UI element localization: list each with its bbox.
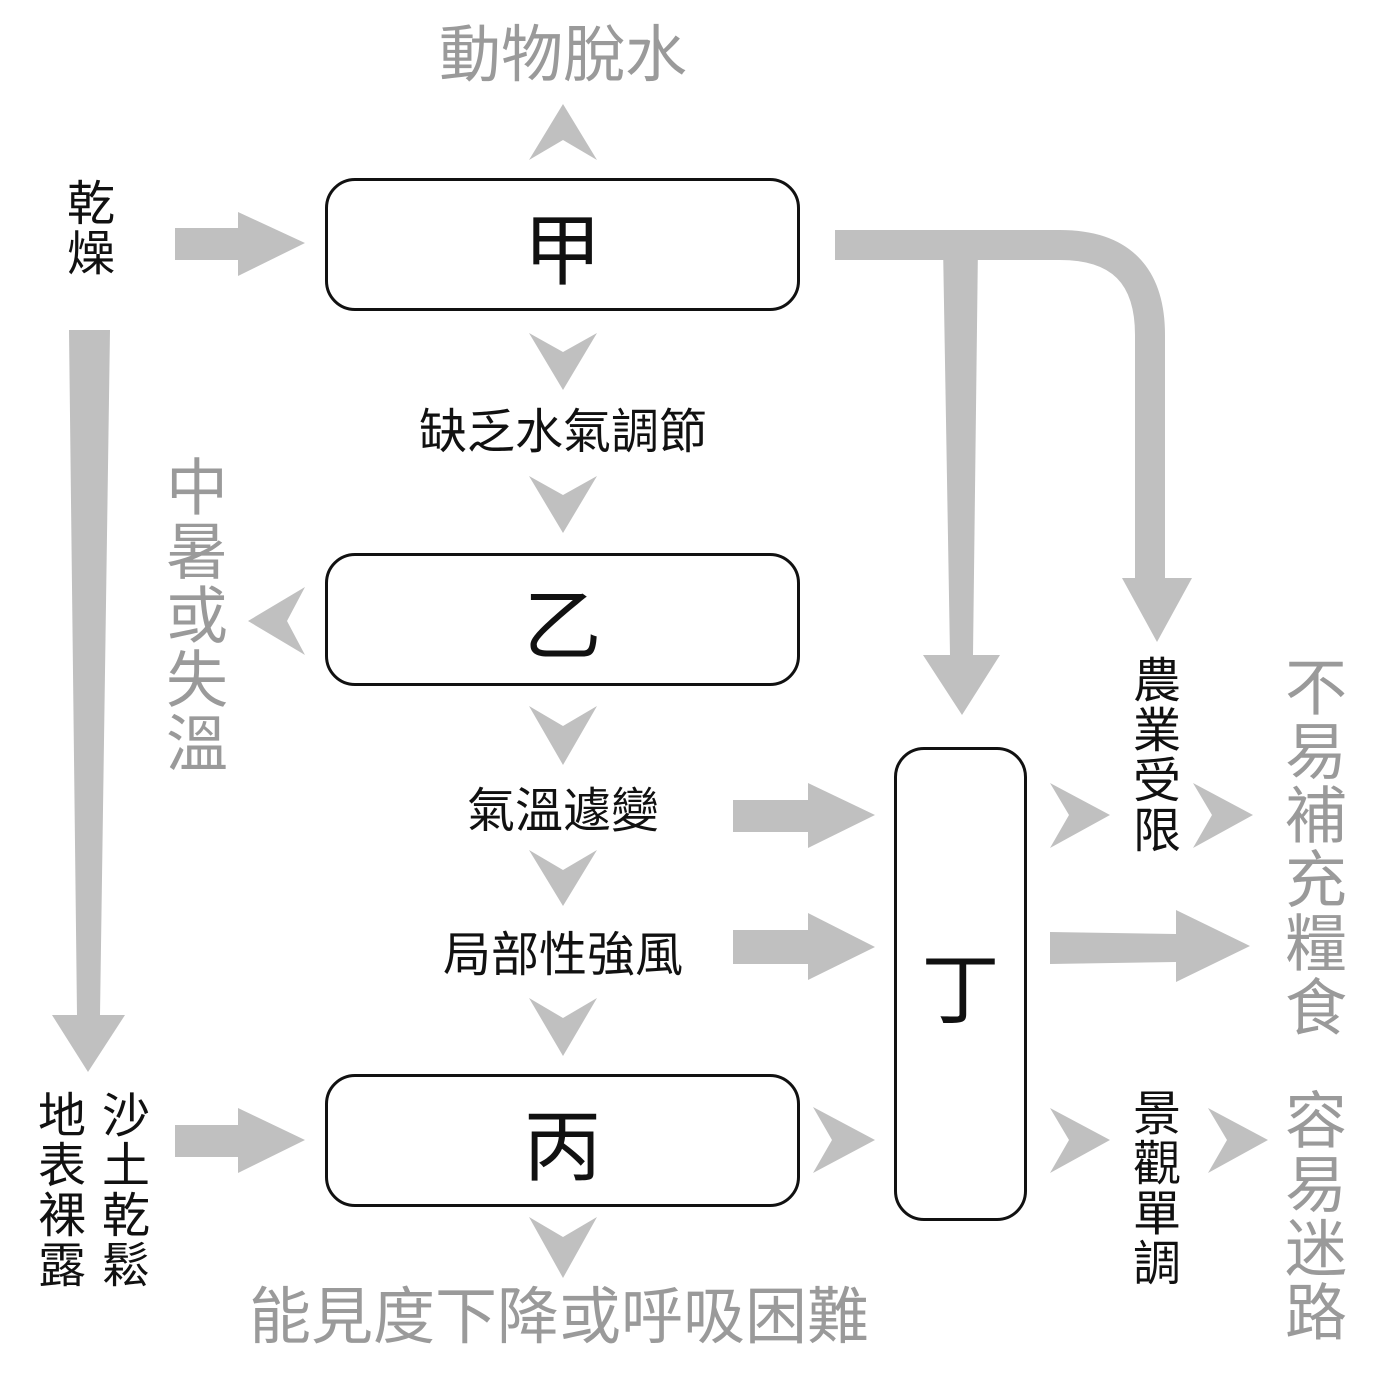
arrow-a-down-to-d [923,245,1000,715]
label-heatstroke: 中暑或失溫 [155,455,228,775]
box-b-label: 乙 [523,581,602,672]
arrow-right-scene-to-lost [1208,1108,1268,1173]
arrow-up-to-dehydration [529,104,597,160]
arrow-dry-to-a [175,212,305,276]
label-dry: 乾燥 [58,178,114,278]
label-food: 不易補充糧食 [1274,655,1347,1039]
arrow-down-wind-to-c [529,998,597,1056]
arrow-down-temp-to-wind [529,850,597,906]
arrow-left-b-to-heat [248,587,305,655]
arrow-temp-to-d [733,783,875,848]
label-scenery: 景觀單調 [1124,1088,1180,1288]
arrow-down-lack-to-b [529,476,597,533]
arrow-right-agri-to-food [1193,783,1253,848]
label-agriculture: 農業受限 [1124,655,1180,855]
label-strong-wind: 局部性強風 [442,927,683,983]
label-lost: 容易迷路 [1274,1088,1347,1344]
arrow-right-c-to-d [813,1107,875,1173]
box-c: 丙 [325,1074,800,1207]
arrow-sand-to-c [175,1108,305,1173]
arrow-wind-to-d [733,913,875,980]
label-lack-humidity: 缺乏水氣調節 [418,404,707,460]
label-temp-change: 氣溫遽變 [466,783,659,839]
box-d: 丁 [894,747,1027,1221]
arrow-a-curve-head [1122,578,1192,642]
label-dehydration: 動物脫水 [438,18,687,91]
label-sand-loose: 沙土乾鬆 [93,1090,149,1290]
arrow-right-d-to-agri [1050,783,1110,848]
label-visibility: 能見度下降或呼吸困難 [248,1280,869,1353]
arrow-dry-to-bare [52,330,125,1072]
box-d-label: 丁 [921,946,1000,1036]
arrow-down-b-to-temp [529,706,597,765]
box-c-label: 丙 [523,1102,602,1193]
box-a: 甲 [325,178,800,311]
arrow-a-curve-to-agri [835,230,1165,588]
box-b: 乙 [325,553,800,686]
arrow-d-to-food [1050,910,1250,982]
label-bare-ground: 地表裸露 [29,1090,85,1290]
box-a-label: 甲 [523,206,602,297]
arrow-down-c-to-bottom [529,1217,597,1278]
arrow-down-a-to-lack [529,333,597,390]
arrow-right-d-to-scene [1050,1108,1110,1173]
